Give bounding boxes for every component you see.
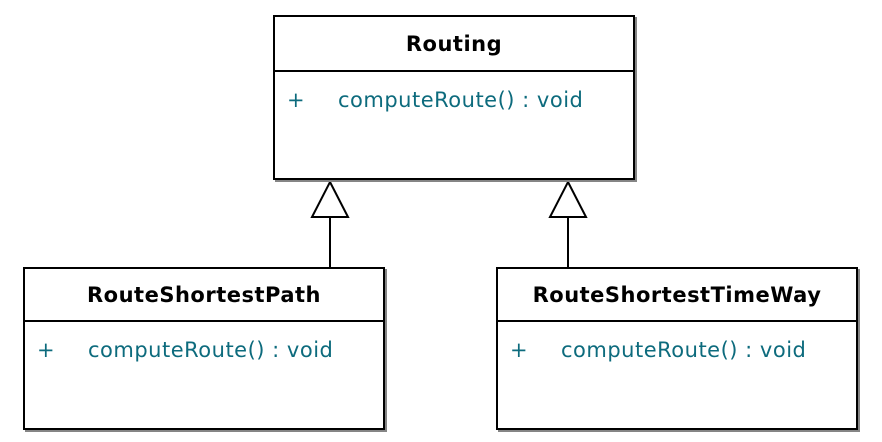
class-title: Routing bbox=[275, 17, 633, 72]
generalization-triangle-icon bbox=[548, 179, 588, 218]
method-row: + computeRoute() : void bbox=[37, 337, 383, 363]
method-row: + computeRoute() : void bbox=[287, 87, 633, 113]
generalization-arrow-right bbox=[548, 179, 588, 268]
generalization-triangle-icon bbox=[310, 179, 350, 218]
class-box-routing: Routing + computeRoute() : void bbox=[273, 15, 635, 180]
class-methods-compartment: + computeRoute() : void bbox=[498, 322, 856, 363]
method-row: + computeRoute() : void bbox=[510, 337, 856, 363]
class-title: RouteShortestTimeWay bbox=[498, 269, 856, 322]
method-signature: computeRoute() : void bbox=[88, 338, 334, 362]
method-signature: computeRoute() : void bbox=[338, 88, 584, 112]
class-title: RouteShortestPath bbox=[25, 269, 383, 322]
class-methods-compartment: + computeRoute() : void bbox=[25, 322, 383, 363]
method-visibility: + bbox=[37, 338, 56, 362]
method-signature: computeRoute() : void bbox=[561, 338, 807, 362]
class-box-routeshortesttimeway: RouteShortestTimeWay + computeRoute() : … bbox=[496, 267, 858, 430]
generalization-arrow-left bbox=[310, 179, 350, 268]
method-visibility: + bbox=[287, 88, 306, 112]
class-box-routeshortestpath: RouteShortestPath + computeRoute() : voi… bbox=[23, 267, 385, 430]
class-methods-compartment: + computeRoute() : void bbox=[275, 72, 633, 113]
method-visibility: + bbox=[510, 338, 529, 362]
